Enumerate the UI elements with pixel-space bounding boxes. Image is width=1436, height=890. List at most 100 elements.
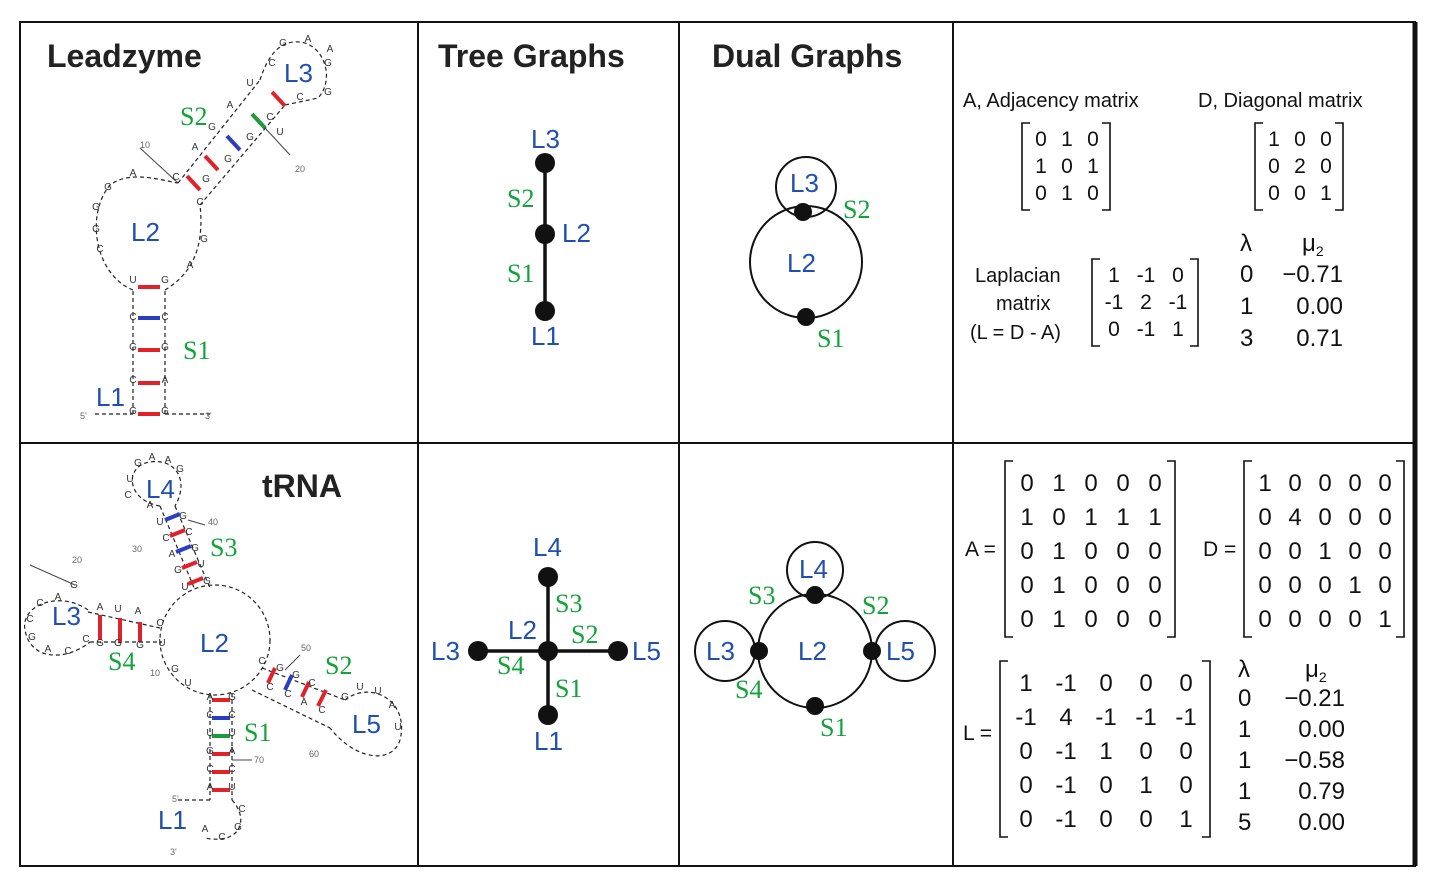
lambda-value: 0 — [1238, 685, 1251, 712]
m2-D-cell: 0 — [1258, 504, 1271, 531]
trna-nt: A — [202, 824, 209, 835]
m2-A-cell: 0 — [1148, 572, 1161, 599]
leadzyme-s1: S1 — [183, 336, 210, 365]
m2-D-cell: 0 — [1378, 572, 1391, 599]
trna-l1: L1 — [158, 805, 187, 835]
m2-L-cell: -1 — [1055, 806, 1076, 833]
m1-D-cell: 0 — [1294, 182, 1306, 205]
m1-A-cell: 0 — [1035, 182, 1047, 205]
m2-L-cell: 0 — [1179, 772, 1192, 799]
leadzyme-nt: G — [92, 202, 100, 213]
trna-nt: C — [36, 598, 43, 609]
trna-pos-10: 10 — [150, 668, 160, 678]
lambda-value: 0 — [1240, 261, 1253, 288]
trna-nt: G — [179, 511, 187, 522]
trna-nt: C — [228, 764, 235, 775]
dual2-vertex-top — [806, 586, 824, 604]
tree2-l1: L1 — [534, 726, 563, 756]
mu2-value: 0.00 — [1298, 716, 1345, 743]
m2-D-bracket-left — [1243, 460, 1252, 638]
mu2-value: −0.21 — [1284, 685, 1345, 712]
dual-graph-2 — [694, 541, 936, 715]
panel-grid — [19, 21, 1416, 867]
tree1-s1: S1 — [507, 259, 534, 288]
m2-D-cell: 0 — [1318, 572, 1331, 599]
m2-D-cell: 0 — [1288, 572, 1301, 599]
trna-nt: G — [292, 670, 300, 681]
m1-L-cell: -1 — [1137, 264, 1156, 287]
trna-nt: G — [206, 746, 214, 757]
trna-nt: A — [389, 700, 396, 711]
m2-A-cell: 0 — [1116, 470, 1129, 497]
leadzyme-3prime: 3' — [205, 411, 212, 421]
trna-nt: A — [55, 592, 62, 603]
m2-D-cell: 1 — [1318, 538, 1331, 565]
trna-nt: G — [176, 464, 184, 475]
leadzyme-nt: G — [161, 342, 169, 353]
trna-nt: G — [276, 663, 284, 674]
trna-nt: U — [126, 474, 133, 485]
m2-L-bracket-left — [999, 660, 1008, 838]
tree1-node-l3 — [535, 153, 555, 173]
dual2-vertex-left — [750, 642, 768, 660]
dual1-s2: S2 — [843, 195, 870, 224]
trna-s1: S1 — [244, 718, 271, 747]
trna-nt: C — [124, 490, 131, 501]
m1-L-cell: -1 — [1137, 318, 1156, 341]
m2-A-cell: 0 — [1020, 572, 1033, 599]
m2-L-cell: 0 — [1099, 806, 1112, 833]
m2-L-cell: -1 — [1175, 704, 1196, 731]
m2-A-cell: 1 — [1020, 504, 1033, 531]
tree2-l3: L3 — [431, 636, 460, 666]
trna-l2: L2 — [200, 628, 229, 658]
adjacency-label: A, Adjacency matrix — [963, 90, 1139, 112]
dual1-l3: L3 — [790, 168, 819, 198]
m2-D-cell: 0 — [1288, 538, 1301, 565]
tree2-l2: L2 — [508, 615, 537, 645]
trna-nt: U — [394, 722, 401, 733]
tree2-s2: S2 — [571, 620, 598, 649]
tree2-node-l3 — [468, 641, 488, 661]
trna-s2: S2 — [325, 651, 352, 680]
trna-nt: U — [356, 682, 363, 693]
tree-graph-1 — [535, 153, 555, 321]
lambda-header-1: λ — [1240, 230, 1252, 257]
D-equals-label: D = — [1203, 538, 1236, 561]
m2-A-bracket-left — [1004, 460, 1013, 638]
leadzyme-l2: L2 — [131, 217, 160, 247]
trna-nt: G — [70, 580, 78, 591]
m1-D-cell: 0 — [1320, 155, 1332, 178]
m1-D-cell: 1 — [1320, 182, 1332, 205]
m1-D-cell: 0 — [1268, 182, 1280, 205]
tree2-l5: L5 — [632, 636, 661, 666]
trna-nt: U — [156, 517, 163, 528]
leadzyme-nt: U — [276, 127, 283, 138]
leadzyme-l3: L3 — [284, 58, 313, 88]
trna-nt: A — [207, 782, 214, 793]
m1-D-cell: 0 — [1268, 155, 1280, 178]
mu2-value: −0.58 — [1284, 747, 1345, 774]
leadzyme-nt: A — [187, 260, 194, 271]
dual2-s4: S4 — [735, 675, 762, 704]
trna-nt: C — [238, 804, 245, 815]
leadzyme-nt: A — [162, 375, 169, 386]
trna-nt: A — [301, 697, 308, 708]
m2-A-cell: 0 — [1020, 606, 1033, 633]
tree2-s3: S3 — [555, 589, 582, 618]
m2-A-bracket-right — [1167, 460, 1176, 638]
leadzyme-s2: S2 — [180, 102, 207, 131]
leadzyme-nt: C — [296, 92, 303, 103]
tree1-l1: L1 — [531, 321, 560, 351]
dual-graph-1 — [749, 156, 863, 326]
trna-nt: G — [28, 632, 36, 643]
m2-A-cell: 0 — [1020, 538, 1033, 565]
mu2-value: 0.00 — [1296, 293, 1343, 320]
trna-nt: C — [206, 764, 213, 775]
m2-L-cell: 1 — [1099, 738, 1112, 765]
tree1-node-l1 — [535, 301, 555, 321]
